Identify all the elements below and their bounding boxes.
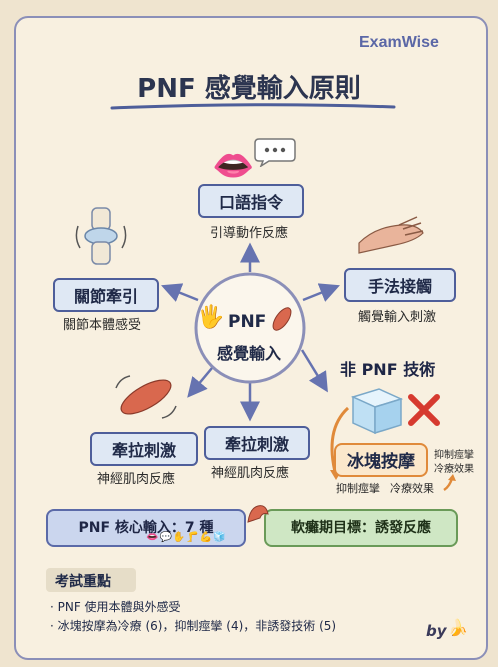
node-manual-title: 手法接觸 [344, 268, 456, 302]
muscle-icon [272, 307, 292, 331]
non-pnf-label: 非 PNF 技術 [340, 360, 436, 379]
node-stretch2-title: 牽拉刺激 [204, 426, 310, 460]
speech-bubble-icon [254, 138, 296, 167]
effect-left: 抑制痙攣 [336, 482, 380, 495]
up-arrow-icon [443, 474, 456, 492]
ice-massage-box [334, 443, 428, 477]
signature: by [426, 622, 447, 640]
node-stretch1-title: 牽拉刺激 [90, 432, 198, 466]
node-manual-sub: 觸覺輸入刺激 [357, 310, 436, 325]
hand-touch-icon [358, 216, 424, 254]
title-underline [110, 103, 396, 110]
node-verbal-sub: 引導動作反應 [209, 226, 288, 241]
exam-point-1: · PNF 使用本體與外感受 [50, 600, 181, 614]
node-stretch1-sub: 神經肌肉反應 [96, 472, 175, 487]
knee-joint-icon [75, 207, 127, 265]
center-line2: 感覺輸入 [216, 344, 281, 363]
mini-icons: 👄💬✋🦵💪🧊 [146, 532, 227, 543]
node-traction-title: 關節牽引 [53, 278, 159, 312]
exam-heading: 考試重點 [55, 574, 111, 590]
goal-label: 軟癱期目標：誘發反應 [291, 520, 431, 536]
cross-icon [408, 394, 440, 426]
muscle-stretch-icon [115, 375, 177, 419]
center-line1: PNF [228, 312, 267, 332]
banana-icon: 🍌 [448, 618, 468, 637]
side-effect-line2: 冷療效果 [434, 464, 474, 475]
ice-cube-icon [350, 388, 404, 435]
node-verbal-title: 口語指令 [198, 184, 304, 218]
core-input-box: PNF 核心輸入：7 種 [46, 509, 246, 547]
node-traction-sub: 關節本體感受 [62, 318, 141, 333]
node-stretch2-sub: 神經肌肉反應 [210, 466, 289, 481]
effect-right: 冷療效果 [390, 482, 434, 495]
exam-point-2: · 冰塊按摩為冷療 (6)，抑制痙攣 (4)，非誘發技術 (5) [50, 619, 337, 633]
goal-box: 軟癱期目標：誘發反應 [264, 509, 458, 547]
brand-logo: ExamWise [359, 34, 439, 51]
side-effect-line1: 抑制痙攣 [434, 450, 474, 461]
hand-icon: 🖐 [197, 305, 225, 330]
core-input-label: PNF 核心輸入：7 種 [78, 520, 214, 536]
lips-icon: 👄 [212, 146, 255, 186]
ice-massage-label: 冰塊按摩 [347, 452, 415, 472]
flex-arm-icon [247, 505, 269, 523]
exam-heading-bg [46, 568, 136, 592]
center-circle [194, 272, 306, 384]
page-title: PNF 感覺輸入原則 [137, 74, 361, 104]
